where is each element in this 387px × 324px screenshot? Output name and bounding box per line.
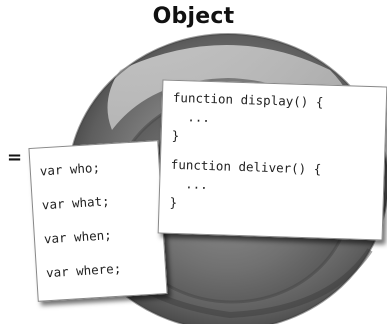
methods-card: function display() { ... } function deli…: [157, 79, 387, 241]
equals-sign: =: [7, 147, 23, 168]
diagram-title: Object: [152, 4, 235, 29]
property-line: var where;: [45, 260, 122, 281]
properties-card: var who; var what; var when; var where;: [28, 140, 168, 302]
